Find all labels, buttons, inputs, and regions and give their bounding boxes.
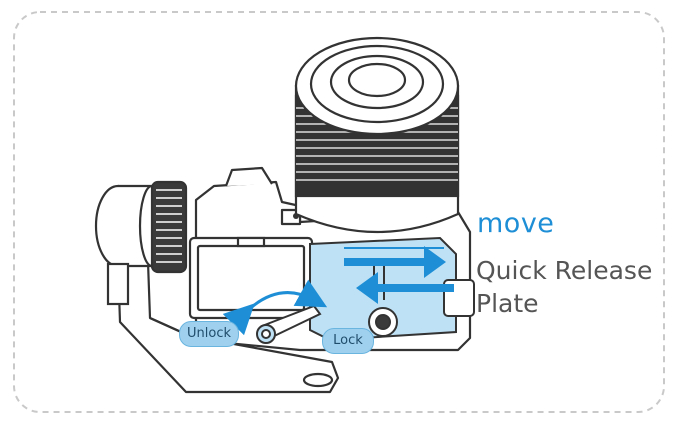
lock-badge: Lock xyxy=(322,328,374,354)
plate-knob xyxy=(368,307,398,337)
move-label: move xyxy=(477,208,555,239)
move-arrow-right xyxy=(344,246,446,278)
dashed-frame xyxy=(13,11,665,413)
unlock-badge: Unlock xyxy=(179,321,239,347)
lock-direction-arrow xyxy=(222,279,328,336)
tilt-motor xyxy=(94,180,188,306)
quick-release-plate-label-line1: Quick Release xyxy=(476,256,653,285)
move-arrow-left xyxy=(356,272,454,304)
camera-lens xyxy=(294,36,460,234)
quick-release-plate-label-line2: Plate xyxy=(476,289,539,318)
